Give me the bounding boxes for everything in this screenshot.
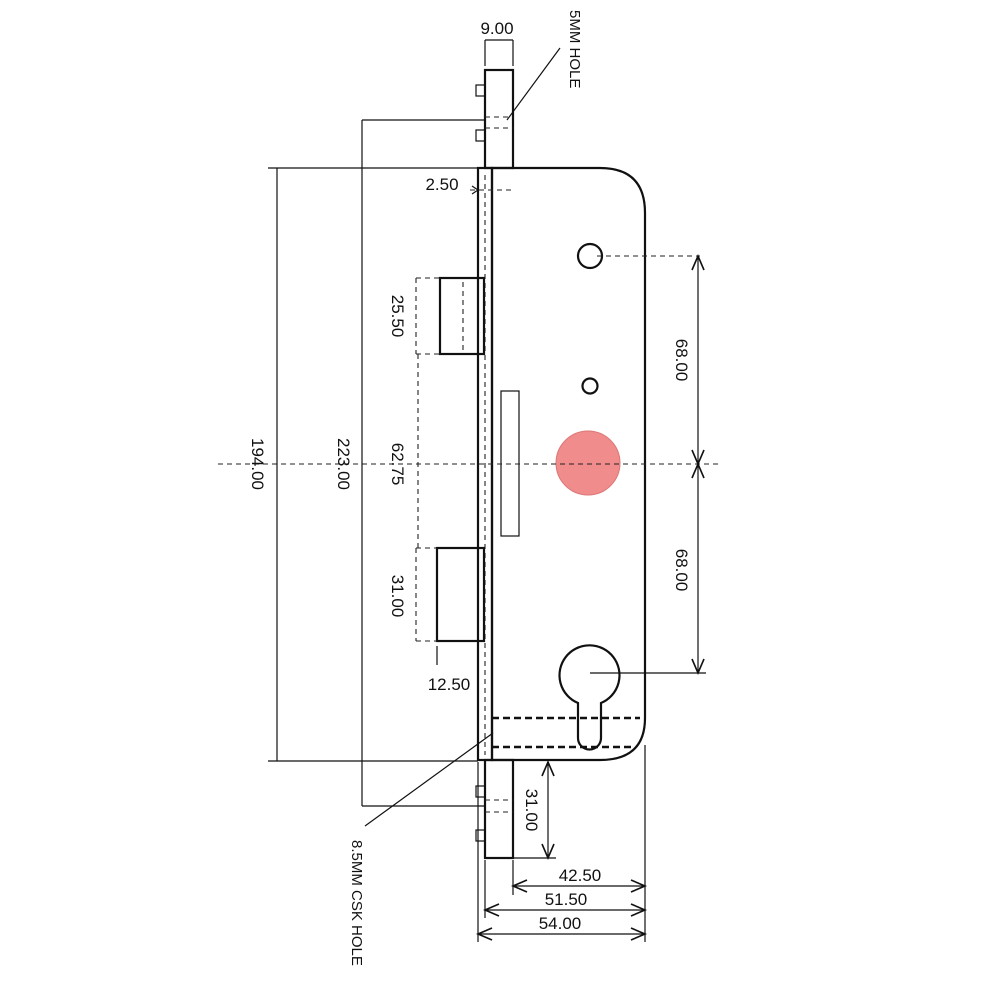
faceplate-bottom-extension: [483, 758, 515, 860]
lock-case-body: [490, 166, 647, 762]
dim-42-arrow-right: [630, 879, 648, 893]
dim-68-top-label: 68.00: [672, 339, 691, 382]
dim-62-label: 62.75: [388, 443, 407, 486]
follower-spindle: [555, 430, 621, 496]
top-hole-leader: [506, 47, 561, 121]
dim-9-label: 9.00: [480, 19, 513, 38]
latch-bolt: [438, 276, 486, 356]
dim-194-label: 194.00: [248, 438, 267, 490]
dim-223-label: 223.00: [334, 438, 353, 490]
dim-51-arrow-left: [482, 903, 500, 917]
faceplate-bottom-lug-2: [475, 829, 486, 842]
csk-hole-leader: [364, 732, 494, 827]
dim-42-label: 42.50: [559, 866, 602, 885]
euro-cylinder-cutout: [558, 644, 621, 751]
dim-latch-label: 25.50: [388, 295, 407, 338]
dim-12-label: 12.50: [428, 675, 471, 694]
dim-54-arrow-right: [630, 927, 648, 941]
faceplate-top-lug-2: [475, 129, 486, 142]
dim-68-arrow-mid-down: [691, 461, 705, 479]
faceplate-bottom-lug-1: [475, 785, 486, 798]
top-hole-note: 5MM HOLE: [566, 10, 583, 88]
dim-54-arrow-left: [475, 927, 493, 941]
dim-2-50-label: 2.50: [425, 175, 458, 194]
dim-bolt-label: 31.00: [388, 575, 407, 618]
small-hole: [581, 377, 599, 395]
dim-68-bottom-label: 68.00: [672, 549, 691, 592]
dim-31-arrow-top: [541, 759, 555, 777]
faceplate-top-lug-1: [475, 84, 486, 97]
csk-hole-note: 8.5MM CSK HOLE: [348, 840, 365, 966]
dim-68-arrow-top: [691, 253, 705, 271]
faceplate-top-extension: [483, 68, 515, 170]
dim-31-bottom-label: 31.00: [522, 789, 541, 832]
dim-2-50-arrow: [471, 185, 480, 195]
dim-54-label: 54.00: [539, 914, 582, 933]
dim-51-label: 51.50: [545, 890, 588, 909]
dim-42-arrow-left: [510, 879, 528, 893]
dim-51-arrow-right: [630, 903, 648, 917]
dead-bolt: [435, 546, 486, 643]
